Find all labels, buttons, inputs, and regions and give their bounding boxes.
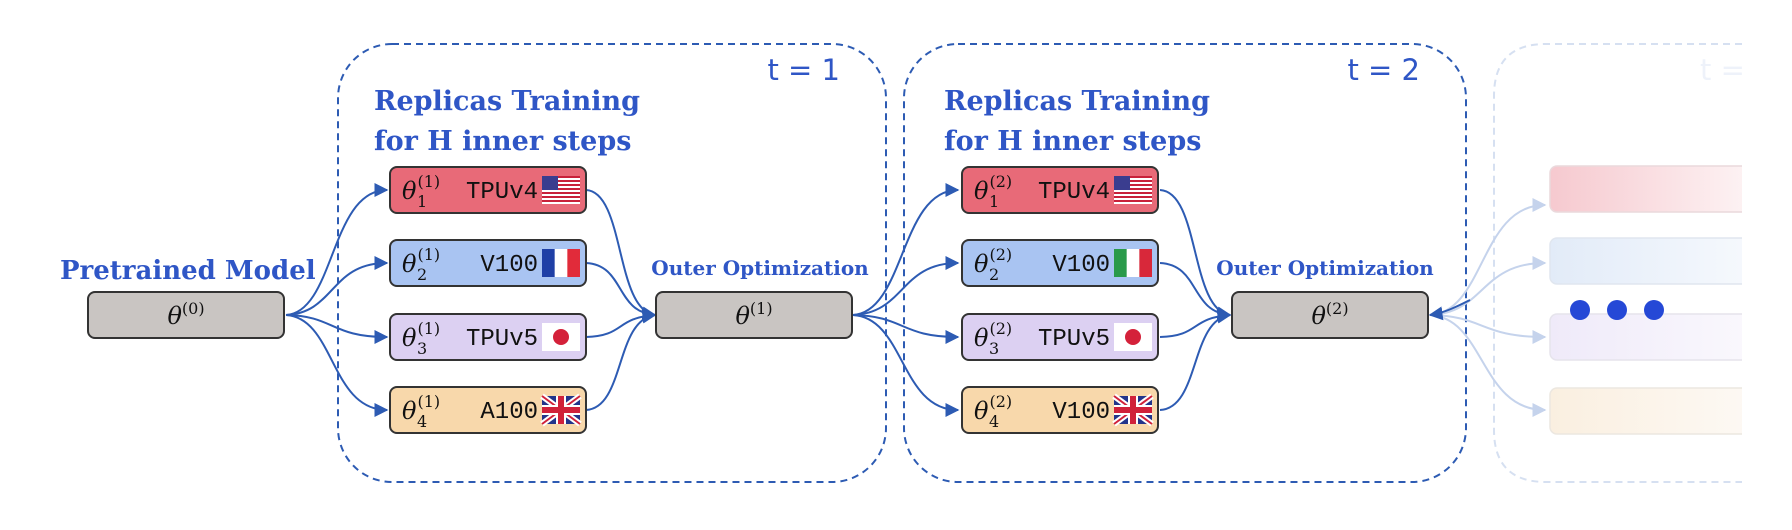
svg-text:θ(2): θ(2): [974, 319, 1012, 352]
replica-device: V100: [480, 252, 538, 279]
replica-box: θ(1)4 A100: [389, 386, 587, 434]
round-2-title-line1: Replicas Training: [944, 86, 1210, 117]
replica-sup: (2): [989, 319, 1012, 338]
replica-sub: 2: [989, 265, 999, 284]
round-1-frame: [337, 43, 887, 483]
replica-param: θ: [402, 177, 417, 205]
replica-sup: (1): [417, 319, 440, 338]
replica-param: θ: [974, 177, 989, 205]
arrow-into-outer2: [1428, 299, 1471, 321]
replica-sup: (2): [989, 245, 1012, 264]
jp-flag-icon: [1114, 323, 1152, 351]
replica-sup: (1): [417, 392, 440, 411]
replica-box: θ(2)1 TPUv4: [961, 166, 1159, 214]
connectors-round1-to-outer1: [585, 189, 657, 411]
round-1-title-line2: for H inner steps: [374, 126, 631, 157]
round-2-frame: [903, 43, 1467, 483]
outer-1-param: θ: [735, 302, 750, 330]
replica-param: θ: [974, 324, 989, 352]
replica-box: θ(1)2 V100: [389, 239, 587, 287]
replica-device: A100: [480, 399, 538, 426]
outer-1-box: θ(1): [655, 291, 853, 339]
connectors-outer1-to-round2: [852, 183, 960, 417]
round-2-title-line2: for H inner steps: [944, 126, 1201, 157]
replica-param: θ: [402, 250, 417, 278]
svg-text:θ(0): θ(0): [167, 299, 204, 330]
replica-param: θ: [402, 397, 417, 425]
replica-sub: 4: [989, 412, 999, 431]
replica-sup: (1): [417, 245, 440, 264]
replica-device: TPUv4: [466, 179, 538, 206]
uk-flag-icon: [540, 393, 582, 427]
svg-text:θ(1): θ(1): [402, 319, 440, 352]
replica-sup: (2): [989, 392, 1012, 411]
replica-param: θ: [402, 324, 417, 352]
faded-replica-4: [1549, 387, 1751, 435]
replica-sub: 3: [417, 339, 427, 358]
svg-text:θ(1): θ(1): [402, 392, 440, 425]
replica-sub: 2: [417, 265, 427, 284]
round-2-label: t = 2: [1347, 53, 1420, 87]
round-1-label: t = 1: [767, 53, 840, 87]
uk-flag-icon: [1112, 393, 1154, 427]
replica-sup: (1): [417, 172, 440, 191]
us-flag-icon: [542, 176, 580, 204]
svg-text:θ(2): θ(2): [974, 392, 1012, 425]
replica-device: V100: [1052, 399, 1110, 426]
it-flag-icon: [1114, 249, 1152, 277]
round-2-outer-label: Outer Optimization: [1216, 256, 1434, 280]
svg-text:θ(1): θ(1): [402, 245, 440, 278]
connectors-round2-to-outer2: [1159, 189, 1232, 411]
faded-replica-3: [1549, 313, 1751, 361]
faded-replica-2: [1549, 237, 1751, 285]
connectors-pretrained-to-round1: [285, 183, 389, 417]
replica-device: TPUv5: [1038, 326, 1110, 353]
pretrained-param: θ: [167, 302, 182, 330]
round-1-outer-label: Outer Optimization: [651, 256, 869, 280]
faded-replica-1: [1549, 165, 1751, 213]
round-3-label-faded: t =: [1700, 53, 1745, 87]
svg-text:θ(2): θ(2): [974, 172, 1012, 205]
fr-flag-icon: [542, 249, 580, 277]
round-3-faded-replicas: [1549, 165, 1751, 435]
replica-param: θ: [974, 250, 989, 278]
pretrained-model-box: θ(0): [87, 291, 285, 339]
replica-sub: 1: [417, 192, 427, 211]
replica-box: θ(2)3 TPUv5: [961, 313, 1159, 361]
ellipsis-dot-2: [1607, 300, 1627, 320]
outer-2-param: θ: [1311, 302, 1326, 330]
replica-device: V100: [1052, 252, 1110, 279]
ellipsis-dot-3: [1644, 300, 1664, 320]
svg-text:θ(1): θ(1): [735, 299, 772, 330]
replica-param: θ: [974, 397, 989, 425]
round-1-title-line1: Replicas Training: [374, 86, 640, 117]
replica-box: θ(2)4 V100: [961, 386, 1159, 434]
replica-sub: 4: [417, 412, 427, 431]
replica-box: θ(2)2 V100: [961, 239, 1159, 287]
replica-sup: (2): [989, 172, 1012, 191]
outer-2-sup: (2): [1326, 299, 1349, 318]
connectors-round3-faded: [1429, 198, 1547, 417]
replica-box: θ(1)3 TPUv5: [389, 313, 587, 361]
replica-sub: 3: [989, 339, 999, 358]
round-3-frame-faded: [1493, 43, 1742, 483]
replica-sub: 1: [989, 192, 999, 211]
svg-text:θ(2): θ(2): [1311, 299, 1348, 330]
pretrained-sup: (0): [182, 299, 205, 318]
ellipsis-dot-1: [1570, 300, 1590, 320]
replica-box: θ(1)1 TPUv4: [389, 166, 587, 214]
replica-device: TPUv5: [466, 326, 538, 353]
svg-text:θ(2): θ(2): [974, 245, 1012, 278]
outer-2-box: θ(2): [1231, 291, 1429, 339]
jp-flag-icon: [542, 323, 580, 351]
pretrained-model-title: Pretrained Model: [60, 256, 316, 286]
svg-text:θ(1): θ(1): [402, 172, 440, 205]
replica-device: TPUv4: [1038, 179, 1110, 206]
us-flag-icon: [1114, 176, 1152, 204]
outer-1-sup: (1): [750, 299, 773, 318]
